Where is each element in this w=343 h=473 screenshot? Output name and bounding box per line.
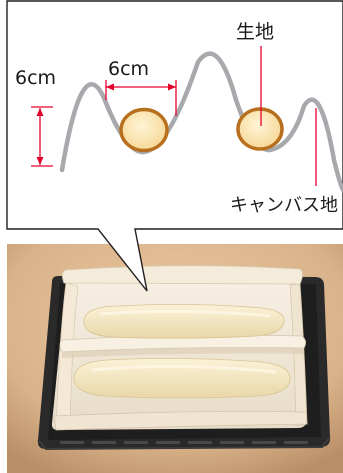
canvas-cloth (51, 265, 308, 431)
height-dimension (31, 106, 53, 167)
dough-circle-right (236, 107, 284, 151)
width-label: 6cm (108, 58, 149, 80)
height-label: 6cm (15, 67, 56, 89)
width-dimension (105, 80, 177, 116)
baguette-dough-back (83, 304, 285, 339)
canvas-label: キャンバス地 (230, 195, 338, 216)
photo (7, 244, 343, 473)
callout-bubble (6, 0, 343, 292)
dough-label: 生地 (236, 21, 274, 43)
canvas-wave-line (59, 51, 343, 193)
baguette-dough-front (73, 358, 291, 399)
dough-circle-left (119, 107, 169, 153)
